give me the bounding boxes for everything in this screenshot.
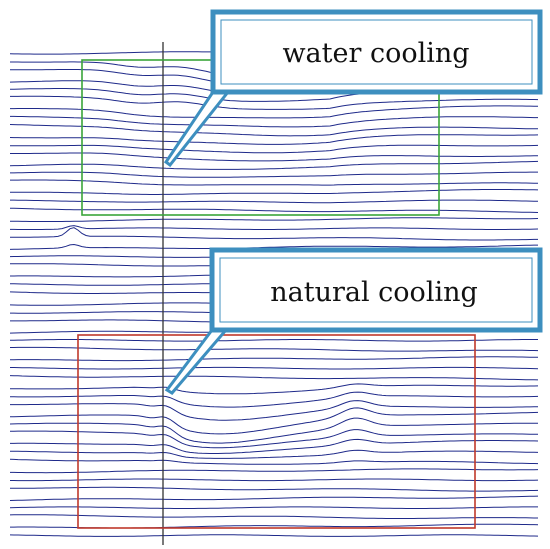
streamline	[10, 438, 539, 454]
streamline	[10, 346, 539, 352]
streamline	[9, 495, 539, 501]
streamline	[9, 506, 538, 509]
streamline	[9, 339, 538, 342]
streamline	[10, 179, 538, 186]
streamline	[10, 486, 539, 492]
streamline	[10, 105, 538, 119]
streamline-group	[9, 49, 539, 537]
streamline	[10, 189, 539, 195]
streamline	[9, 160, 539, 170]
streamline	[9, 243, 538, 250]
streamline	[9, 417, 538, 444]
water-callout-inner	[220, 19, 533, 85]
streamline	[10, 227, 538, 241]
water-callout-label: water cooling	[282, 38, 469, 69]
streamline	[10, 429, 538, 449]
streamline	[10, 95, 539, 110]
streamline	[9, 207, 539, 213]
streamline	[10, 152, 539, 162]
streamline	[9, 124, 538, 137]
streamline	[10, 225, 539, 230]
streamline	[10, 356, 539, 362]
streamline	[9, 449, 539, 459]
streamline	[10, 144, 539, 154]
streamline	[9, 217, 539, 222]
streamline	[10, 199, 539, 204]
streamline	[10, 115, 538, 128]
natural-cooling-callout: natural cooling	[164, 247, 543, 395]
streamline	[9, 458, 539, 465]
natural-callout-label: natural cooling	[270, 277, 478, 308]
streamline	[10, 383, 539, 395]
natural-cooling-region-box	[77, 334, 476, 529]
streamline	[9, 514, 538, 519]
natural-callout-inner	[219, 257, 533, 323]
streamline	[10, 400, 539, 421]
streamline	[9, 534, 539, 537]
streamline	[10, 478, 539, 482]
streamline	[9, 375, 539, 381]
water-cooling-callout: water cooling	[163, 9, 543, 168]
streamline	[10, 391, 539, 408]
streamline	[10, 366, 539, 370]
streamline	[9, 134, 539, 145]
streamline	[10, 171, 538, 178]
streamline	[10, 468, 539, 474]
streamline	[9, 407, 539, 435]
